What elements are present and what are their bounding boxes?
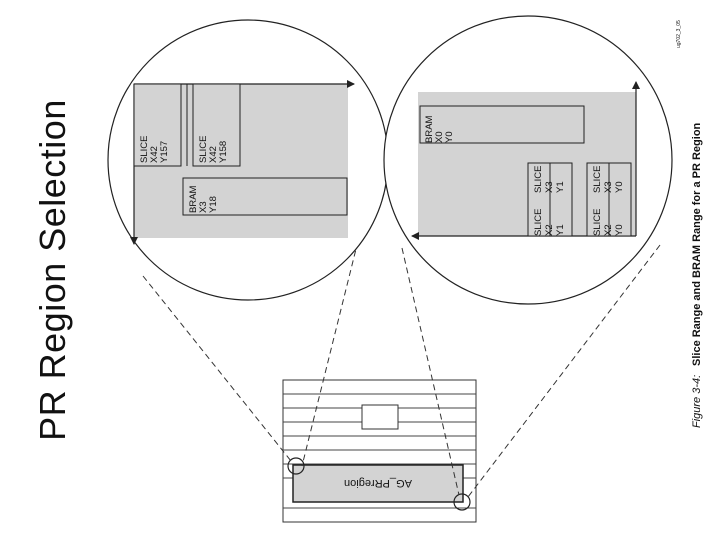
zoom-origin-right [453, 493, 471, 511]
left-slice-x42-y158: SLICEX42Y158 [192, 83, 241, 167]
svg-text:BRAMX3Y18: BRAMX3Y18 [188, 185, 219, 213]
right-slice-x2-y1: SLICEX2Y1 [533, 209, 566, 236]
cell-label-type: BRAM [188, 185, 199, 213]
pr-region-label: AG_PRregion [344, 477, 412, 489]
cell-label-y: Y1 [555, 224, 566, 236]
cell-label-y: Y0 [614, 181, 625, 193]
figure-number: Figure 3-4: [691, 375, 703, 428]
cell-label-y: Y0 [444, 131, 455, 143]
cell-label-type: SLICE [139, 136, 150, 163]
cell-label-y: Y1 [555, 181, 566, 193]
cell-label-type: SLICE [198, 136, 209, 163]
cell-label-type: SLICE [592, 209, 603, 236]
cell-label-type: SLICE [592, 166, 603, 193]
svg-text:SLICEX2Y1: SLICEX2Y1 [533, 209, 566, 236]
left-bram-x3-y18: BRAMX3Y18 [182, 177, 348, 216]
svg-text:SLICEX3Y0: SLICEX3Y0 [592, 166, 625, 193]
right-slice-x2-y0: SLICEX2Y0 [592, 209, 625, 236]
right-bram-x0-y0: BRAMX0Y0 [419, 105, 585, 144]
cell-label-y: Y0 [614, 224, 625, 236]
cell-label-x: X0 [434, 131, 445, 143]
svg-text:SLICEX42Y157: SLICEX42Y157 [139, 136, 170, 163]
cell-label-x: X3 [544, 181, 555, 193]
cell-label-x: X42 [149, 146, 160, 163]
cell-label-y: Y158 [218, 141, 229, 163]
projection-lines [142, 240, 661, 498]
device-floorplan: AG_PRregion [282, 379, 477, 523]
cell-label-type: SLICE [533, 166, 544, 193]
pr-region [292, 464, 464, 503]
zoom-origin-left [287, 457, 305, 475]
cell-label-x: X3 [198, 201, 209, 213]
svg-text:SLICEX2Y0: SLICEX2Y0 [592, 209, 625, 236]
cell-label-y: Y157 [159, 141, 170, 163]
cell-label-x: X3 [603, 181, 614, 193]
svg-text:SLICEX42Y158: SLICEX42Y158 [198, 136, 229, 163]
svg-text:BRAMX0Y0: BRAMX0Y0 [424, 115, 455, 143]
right-zoom-detail: BRAMX0Y0 SLICEX3Y1 SLICEX2Y1 SLICEX3Y0 S… [383, 15, 673, 305]
cell-label-y: Y18 [208, 196, 219, 213]
cell-label-x: X2 [544, 224, 555, 236]
cell-label-type: SLICE [533, 209, 544, 236]
cell-label-x: X42 [208, 146, 219, 163]
figure-id: ug702_3_05 [676, 20, 682, 48]
figure-caption: Slice Range and BRAM Range for a PR Regi… [691, 122, 703, 366]
center-block [361, 404, 399, 430]
cell-label-x: X2 [603, 224, 614, 236]
right-slice-x3-y1: SLICEX3Y1 [527, 162, 573, 237]
left-slice-x42-y157: SLICEX42Y157 [133, 83, 182, 167]
cell-label-type: BRAM [424, 115, 435, 143]
svg-text:SLICEX3Y1: SLICEX3Y1 [533, 166, 566, 193]
left-zoom-detail: SLICEX42Y157 SLICEX42Y158 BRAMX3Y18 [107, 19, 389, 301]
right-slice-x3-y0: SLICEX3Y0 [586, 162, 632, 237]
